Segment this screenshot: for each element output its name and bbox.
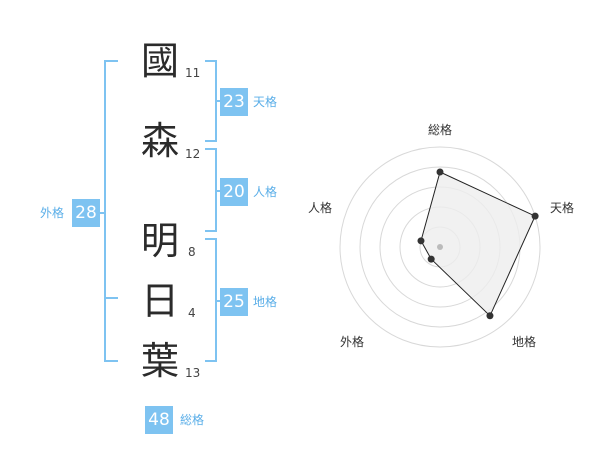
stroke-count-2: 12: [185, 147, 201, 161]
name-char-3: 明: [140, 219, 179, 263]
radar-points: [417, 168, 539, 320]
radar-axis-label-tenkaku: 天格: [550, 200, 574, 215]
radar-axis-label-gaikaku: 外格: [340, 334, 364, 349]
chikaku-label: 地格: [253, 295, 278, 309]
radar-axis-label-soukaku: 総格: [428, 122, 452, 137]
jinkaku-value: 20: [220, 178, 248, 206]
tenkaku-value: 23: [220, 88, 248, 116]
jinkaku-bracket: [205, 148, 217, 232]
radar-axis-label-jinkaku: 人格: [308, 200, 332, 215]
radar-chart: 総格 天格 地格 外格 人格: [308, 122, 574, 349]
name-char-5: 葉: [140, 339, 179, 383]
jinkaku-label: 人格: [253, 185, 278, 199]
radar-point-1: [436, 168, 444, 176]
radar-ring-5: [339, 146, 541, 348]
name-char-4: 日: [140, 279, 179, 323]
gaikaku-bracket: [104, 60, 118, 362]
name-char-2: 森: [140, 119, 179, 163]
radar-point-5: [417, 237, 425, 245]
radar-center-dot: [437, 244, 443, 250]
stroke-count-4: 4: [188, 306, 196, 320]
stroke-count-1: 11: [185, 66, 201, 80]
name-char-1: 國: [140, 39, 179, 83]
gaikaku-bracket-split: [104, 297, 118, 299]
chikaku-bracket: [205, 238, 217, 362]
soukaku-value: 48: [145, 406, 173, 434]
soukaku-label: 総格: [180, 413, 205, 427]
tenkaku-label: 天格: [253, 95, 278, 109]
radar-shape: [420, 171, 536, 317]
stroke-count-3: 8: [188, 245, 196, 259]
gaikaku-value: 28: [72, 199, 100, 227]
stroke-count-5: 13: [185, 366, 201, 380]
radar-point-3: [486, 312, 494, 320]
chikaku-value: 25: [220, 288, 248, 316]
radar-point-2: [531, 212, 539, 220]
gaikaku-label: 外格: [40, 206, 65, 220]
radar-axis-label-chikaku: 地格: [512, 334, 536, 349]
tenkaku-bracket: [205, 60, 217, 142]
radar-point-4: [427, 255, 435, 263]
